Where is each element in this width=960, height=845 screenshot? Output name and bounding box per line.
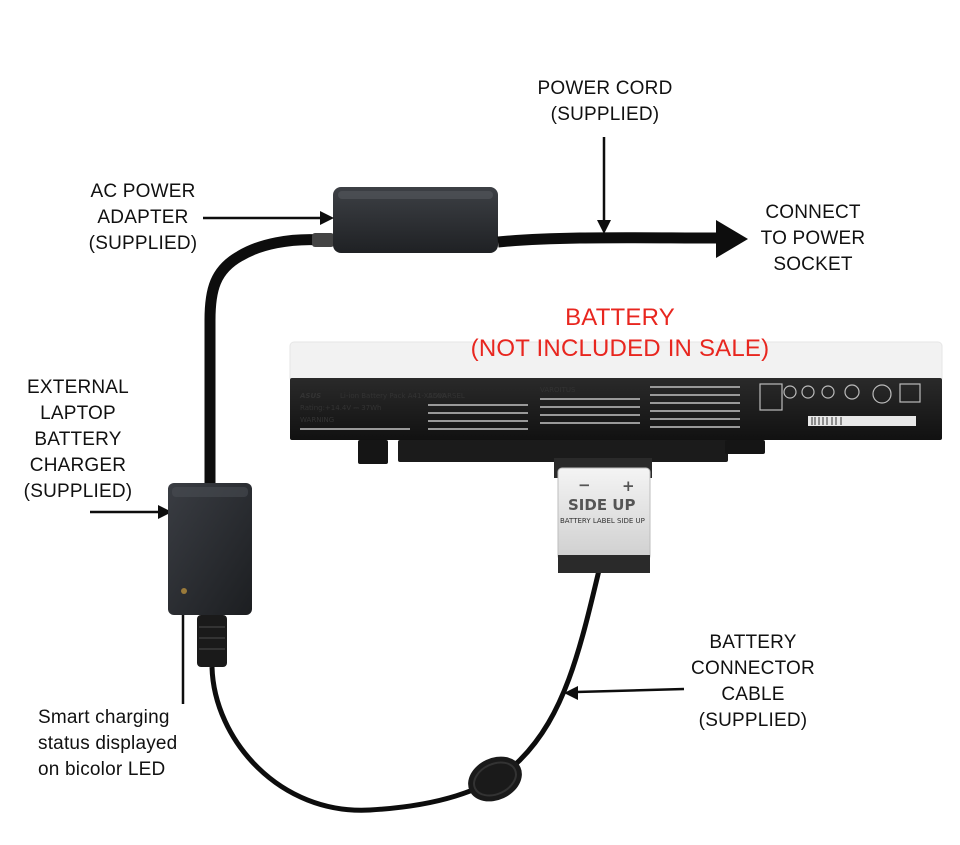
- battery-label: BATTERY (NOT INCLUDED IN SALE): [460, 302, 780, 364]
- connector-cable-label-line: CONNECTOR: [691, 658, 815, 679]
- connect-socket-label-line: SOCKET: [773, 254, 853, 275]
- bicolor-led: [181, 588, 187, 594]
- connector-label-side-up: BATTERY LABEL SIDE UP: [560, 517, 645, 525]
- external-charger-label-line: EXTERNAL: [27, 377, 129, 398]
- ac-adapter-label-line: AC POWER: [90, 181, 196, 202]
- battery-rating: Rating:+14.4V ⎓ 37Wh: [300, 404, 381, 412]
- connector-cable-label-line: CABLE: [721, 684, 785, 705]
- connector-cable-label: BATTERY CONNECTOR CABLE (SUPPLIED): [688, 630, 818, 734]
- led-status-label: Smart charging status displayed on bicol…: [38, 705, 198, 783]
- connect-socket-label-line: CONNECT: [765, 202, 861, 223]
- battery-advarsel-heading: ADVARSEL: [428, 392, 465, 400]
- battery-pack-name: Li-ion Battery Pack A41-X550A: [340, 392, 447, 400]
- power-cord-label-line: POWER CORD: [537, 78, 673, 99]
- connect-socket-label-line: TO POWER: [760, 228, 866, 249]
- power-cord-label: POWER CORD (SUPPLIED): [520, 76, 690, 128]
- power-cord: [497, 232, 719, 248]
- power-cord-arrowhead: [716, 220, 748, 258]
- laptop-battery: ASUS Li-ion Battery Pack A41-X550A Ratin…: [289, 341, 943, 464]
- led-status-label-line: status displayed: [38, 733, 178, 754]
- ac-power-adapter: [333, 187, 498, 253]
- connector-cable-label-line: (SUPPLIED): [698, 710, 808, 731]
- ac-adapter-label-line: ADAPTER: [97, 207, 189, 228]
- battery-fine-print: [300, 386, 740, 430]
- led-status-label-line: on bicolor LED: [38, 759, 166, 780]
- connector-minus-sign: −: [578, 476, 591, 494]
- connector-side-up: SIDE UP: [568, 496, 635, 514]
- power-cord-label-line: (SUPPLIED): [550, 104, 660, 125]
- battery-label-barcode: [808, 416, 916, 426]
- battery-connector-plug: − + SIDE UP BATTERY LABEL SIDE UP: [554, 458, 652, 573]
- external-charger-label: EXTERNAL LAPTOP BATTERY CHARGER (SUPPLIE…: [18, 375, 138, 505]
- charger-output-plug: [197, 615, 227, 667]
- adapter-to-charger-cable: [204, 234, 328, 494]
- external-charger-label-line: BATTERY: [34, 429, 122, 450]
- battery-cert-icons: [759, 383, 921, 411]
- adapter-strain-relief: [312, 233, 334, 247]
- pointer-arrows: [90, 137, 685, 704]
- ferrite-bead: [468, 756, 522, 802]
- battery-warning-heading: WARNING: [300, 416, 334, 424]
- external-charger-label-line: LAPTOP: [40, 403, 116, 424]
- ac-adapter-label: AC POWER ADAPTER (SUPPLIED): [78, 179, 208, 257]
- battery-brand: ASUS: [299, 392, 321, 400]
- battery-label-line: BATTERY: [565, 304, 675, 331]
- ac-adapter-label-line: (SUPPLIED): [88, 233, 198, 254]
- charger-to-battery-cable: [209, 565, 603, 813]
- led-status-label-line: Smart charging: [38, 707, 170, 728]
- battery-label-line: (NOT INCLUDED IN SALE): [470, 335, 770, 362]
- external-charger: [168, 483, 252, 615]
- connect-socket-label: CONNECT TO POWER SOCKET: [748, 200, 878, 278]
- connector-plus-sign: +: [622, 477, 635, 495]
- battery-varoitus-heading: VAROITUS: [540, 386, 576, 394]
- connector-cable-label-line: BATTERY: [709, 632, 797, 653]
- external-charger-label-line: (SUPPLIED): [23, 481, 133, 502]
- external-charger-label-line: CHARGER: [29, 455, 127, 476]
